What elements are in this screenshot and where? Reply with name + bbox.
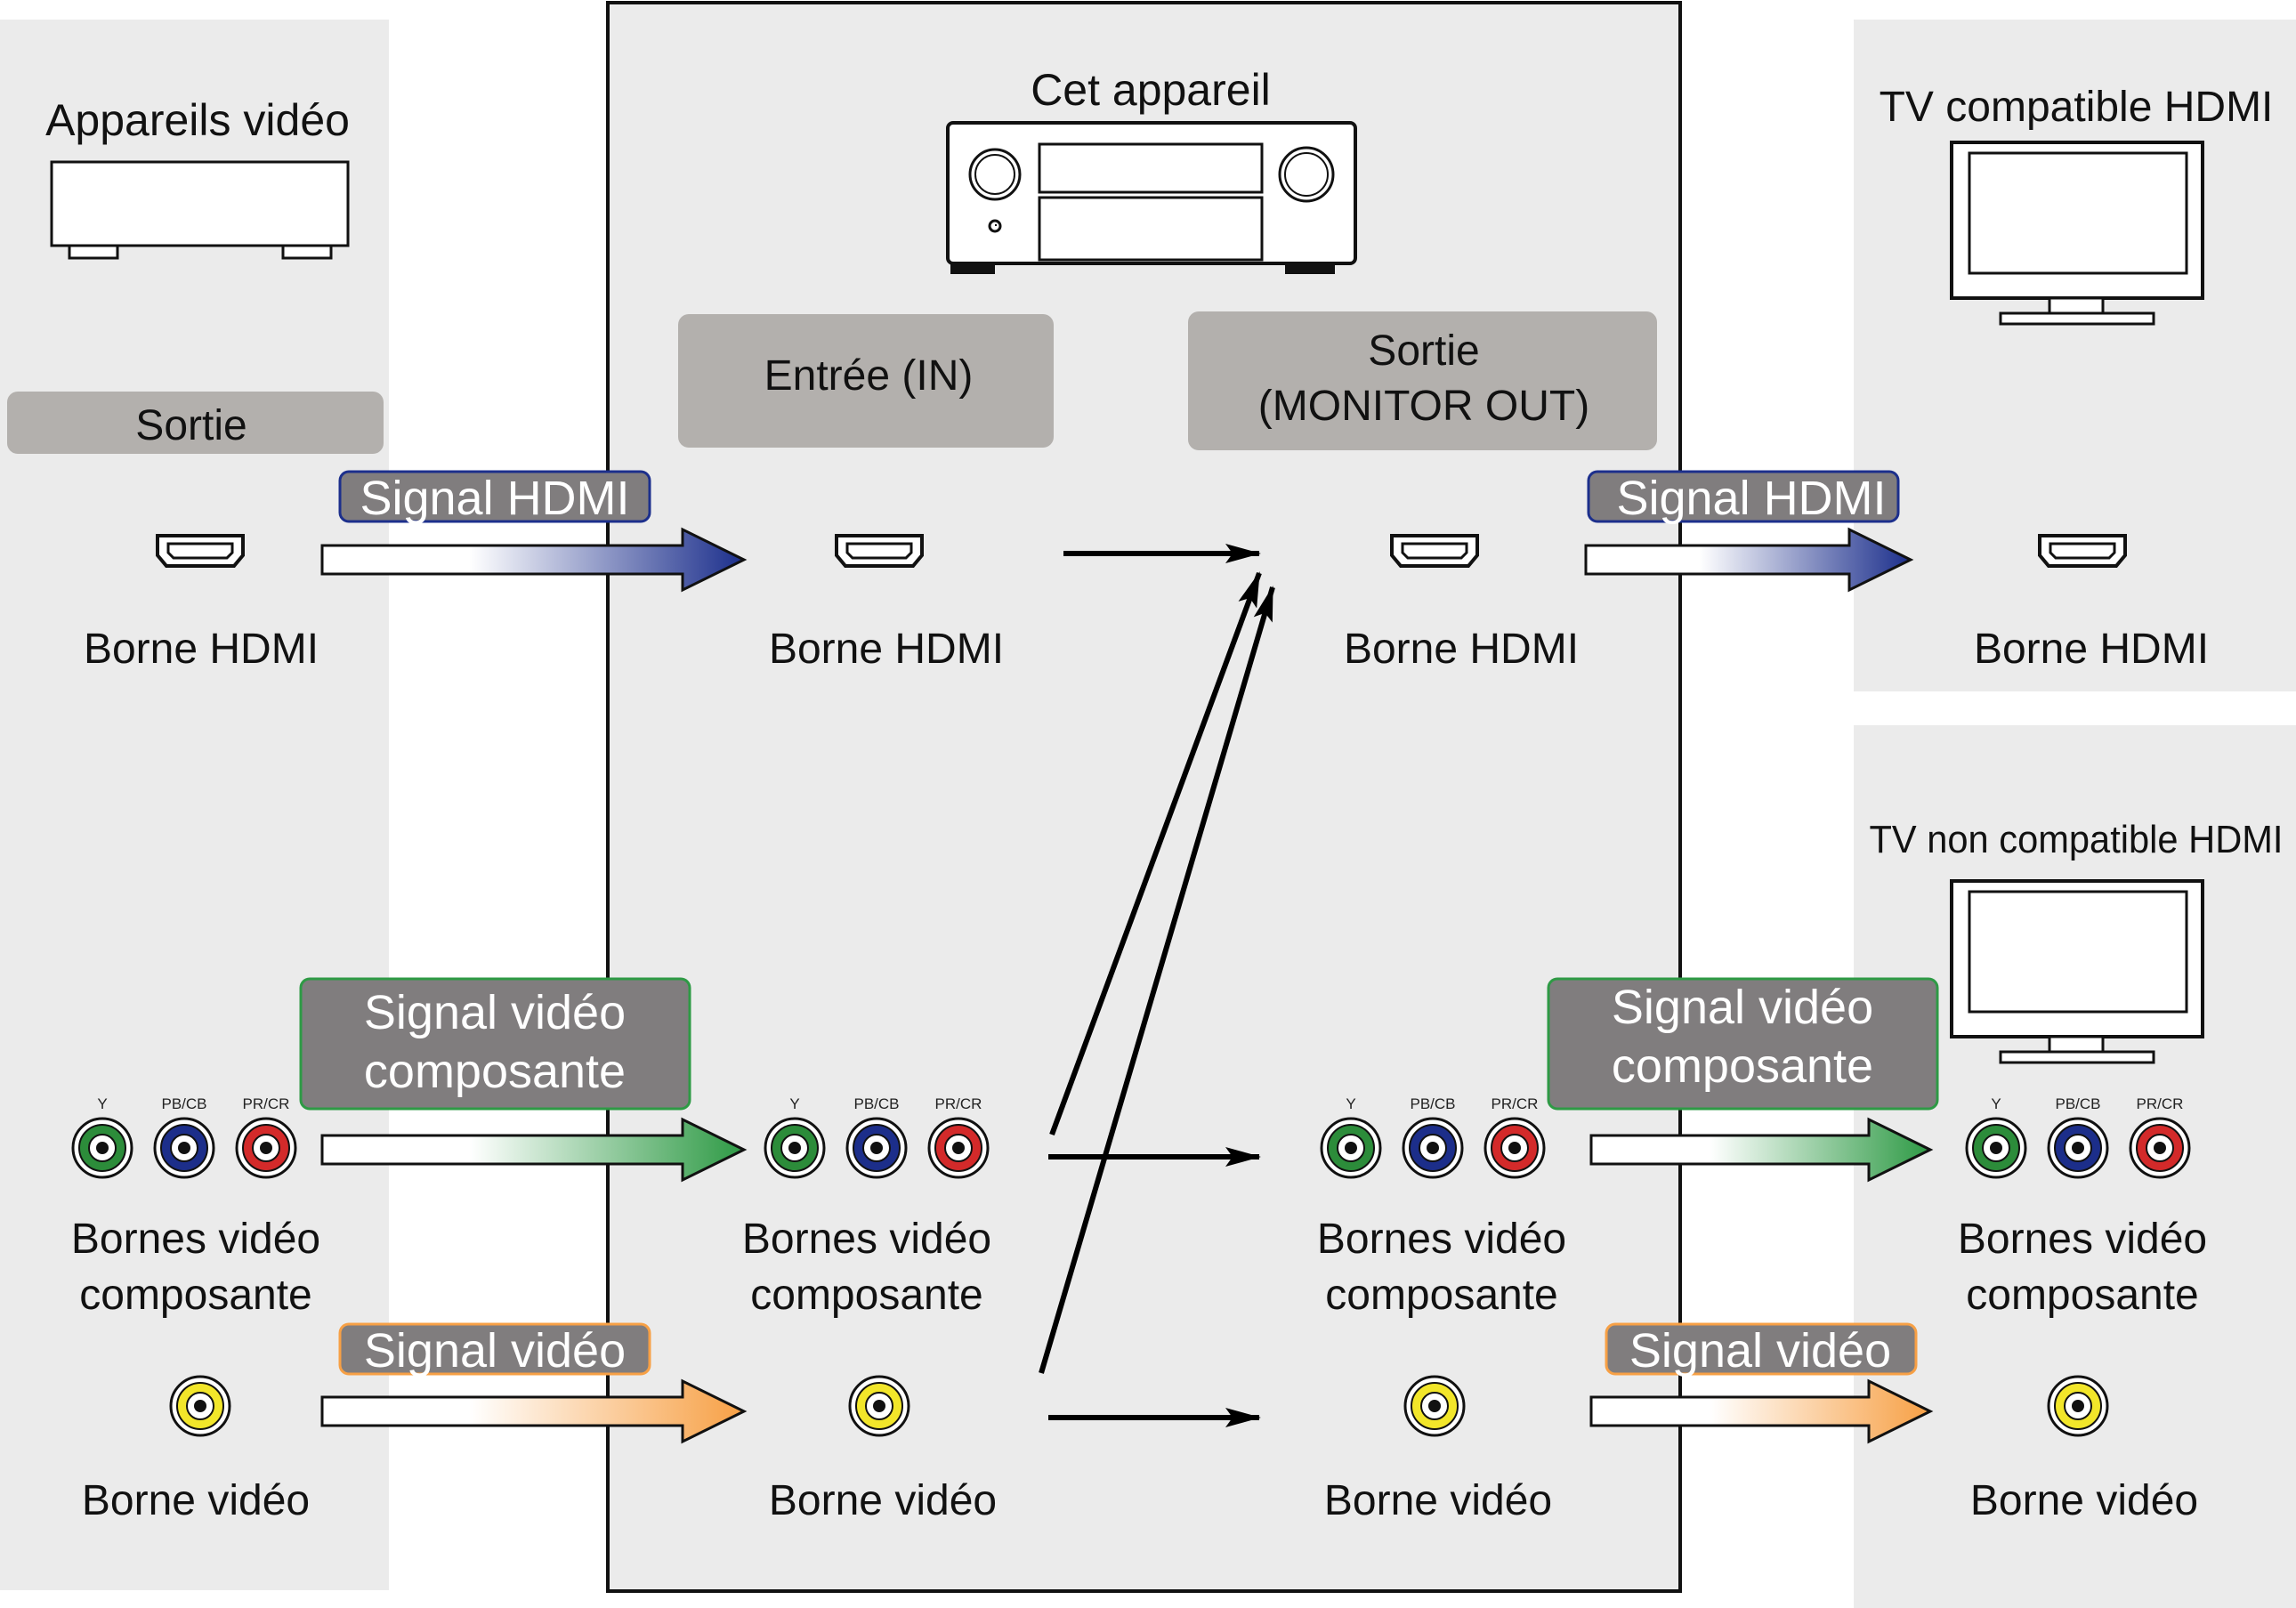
input-box: Entrée (IN): [678, 314, 1054, 448]
internal-routing-arrows: [1039, 544, 1275, 1427]
tv-hdmi-icon: [1950, 141, 2204, 326]
video-signal-arrow-left: [320, 1378, 748, 1444]
component-signal-tag-right: Signal vidéo composante: [1547, 977, 1939, 1111]
monitor-hdmi-label: Borne HDMI: [1344, 626, 1579, 673]
input-component-label-2: composante: [750, 1272, 983, 1319]
tv-hdmi-title: TV compatible HDMI: [1880, 84, 2274, 131]
monitor-out-jack-pb-label: PB/CB: [1410, 1095, 1455, 1112]
tv-non-hdmi-icon: [1950, 879, 2204, 1064]
monitor-out-jack-y-icon: [1320, 1117, 1382, 1179]
input-video-jack-icon: [848, 1375, 910, 1437]
tv-jack-pb-label: PB/CB: [2055, 1095, 2100, 1112]
monitor-out-label-line1: Sortie: [1368, 327, 1479, 375]
monitor-out-jack-pr-icon: [1484, 1117, 1546, 1179]
source-jack-pb-label: PB/CB: [161, 1095, 206, 1112]
monitor-out-video-jack-icon: [1403, 1375, 1466, 1437]
input-jack-pr-label: PR/CR: [935, 1095, 982, 1112]
source-jack-y-label: Y: [97, 1095, 107, 1112]
video-signal-tag-right: Signal vidéo: [1605, 1322, 1918, 1378]
input-hdmi-label: Borne HDMI: [769, 626, 1004, 673]
tv-component-label-2: composante: [1966, 1272, 2199, 1319]
tv-hdmi-label: Borne HDMI: [1974, 626, 2209, 673]
monitor-out-box: Sortie (MONITOR OUT): [1188, 311, 1657, 450]
monitor-out-jack-y-label: Y: [1346, 1095, 1355, 1112]
tv-jack-y-label: Y: [1991, 1095, 2001, 1112]
tv-hdmi-panel: [1854, 20, 2296, 691]
input-label: Entrée (IN): [764, 352, 974, 400]
monitor-component-label-2: composante: [1325, 1272, 1558, 1319]
source-device-title: Appareils vidéo: [45, 95, 350, 145]
input-jack-pb-icon: [845, 1117, 908, 1179]
hdmi-signal-arrow-left: [320, 527, 748, 593]
this-device-title: Cet appareil: [1031, 65, 1271, 115]
input-jack-pr-icon: [927, 1117, 990, 1179]
video-signal-tag-right-text: Signal vidéo: [1629, 1324, 1891, 1378]
source-hdmi-label: Borne HDMI: [84, 626, 319, 673]
tv-non-hdmi-title: TV non compatible HDMI: [1870, 818, 2284, 861]
terminal-labels: Borne HDMI Borne HDMI Borne HDMI Borne H…: [71, 626, 2209, 1524]
hdmi-signal-arrow-right: [1584, 527, 1914, 593]
component-signal-arrow-right: [1589, 1117, 1934, 1183]
source-jack-pr-label: PR/CR: [243, 1095, 290, 1112]
source-component-label-2: composante: [79, 1272, 312, 1319]
source-panel: [0, 20, 389, 1590]
source-hdmi-port-icon: [156, 534, 245, 568]
input-hdmi-port-icon: [835, 534, 924, 568]
source-jack-pr-icon: [235, 1117, 297, 1179]
tv-jack-pr-icon: [2129, 1117, 2191, 1179]
tv-jack-y-icon: [1965, 1117, 2027, 1179]
input-component-jacks: Y PB/CB PR/CR: [764, 1095, 990, 1179]
monitor-out-jack-pb-icon: [1402, 1117, 1464, 1179]
component-signal-arrow-left: [320, 1117, 748, 1183]
monitor-out-hdmi-port-icon: [1390, 534, 1479, 568]
source-video-jack-icon: [169, 1375, 231, 1437]
hdmi-signal-tag-left: Signal HDMI: [338, 470, 651, 525]
source-video-label: Borne vidéo: [82, 1477, 310, 1524]
input-video-label: Borne vidéo: [769, 1477, 997, 1524]
source-component-jacks: Y PB/CB PR/CR: [71, 1095, 297, 1179]
hdmi-signal-tag-right: Signal HDMI: [1587, 470, 1900, 525]
video-player-icon: [50, 160, 350, 260]
input-jack-y-icon: [764, 1117, 826, 1179]
hdmi-signal-tag-left-text: Signal HDMI: [360, 472, 629, 525]
monitor-component-label-1: Bornes vidéo: [1317, 1216, 1566, 1263]
tv-jack-pr-label: PR/CR: [2137, 1095, 2184, 1112]
component-signal-tag-left-line2: composante: [364, 1045, 626, 1098]
component-signal-tag-right-line2: composante: [1612, 1039, 1873, 1093]
input-component-label-1: Bornes vidéo: [742, 1216, 991, 1263]
tv-video-label: Borne vidéo: [1970, 1477, 2198, 1524]
tv-hdmi-port-icon: [2038, 534, 2127, 568]
source-output-box: Sortie: [7, 392, 384, 454]
tv-component-jacks: Y PB/CB PR/CR: [1965, 1095, 2191, 1179]
monitor-video-label: Borne vidéo: [1324, 1477, 1552, 1524]
video-signal-arrow-right: [1589, 1378, 1934, 1444]
source-jack-y-icon: [71, 1117, 133, 1179]
source-jack-pb-icon: [153, 1117, 215, 1179]
video-signal-tag-left: Signal vidéo: [338, 1322, 651, 1378]
input-jack-y-label: Y: [789, 1095, 799, 1112]
component-signal-tag-left-line1: Signal vidéo: [364, 986, 626, 1039]
av-receiver-icon: [946, 121, 1357, 274]
source-output-label: Sortie: [135, 402, 247, 449]
video-signal-tag-left-text: Signal vidéo: [364, 1324, 626, 1378]
hdmi-signal-tag-right-text: Signal HDMI: [1616, 472, 1886, 525]
tv-jack-pb-icon: [2047, 1117, 2109, 1179]
component-signal-tag-right-line1: Signal vidéo: [1612, 981, 1873, 1034]
monitor-out-jack-pr-label: PR/CR: [1492, 1095, 1539, 1112]
monitor-out-label-line2: (MONITOR OUT): [1258, 383, 1589, 430]
receiver-panel: [606, 1, 1682, 1593]
monitor-out-component-jacks: Y PB/CB PR/CR: [1320, 1095, 1546, 1179]
tv-video-jack-icon: [2047, 1375, 2109, 1437]
component-signal-tag-left: Signal vidéo composante: [299, 977, 691, 1111]
source-component-label-1: Bornes vidéo: [71, 1216, 320, 1263]
tv-component-label-1: Bornes vidéo: [1958, 1216, 2207, 1263]
input-jack-pb-label: PB/CB: [853, 1095, 899, 1112]
